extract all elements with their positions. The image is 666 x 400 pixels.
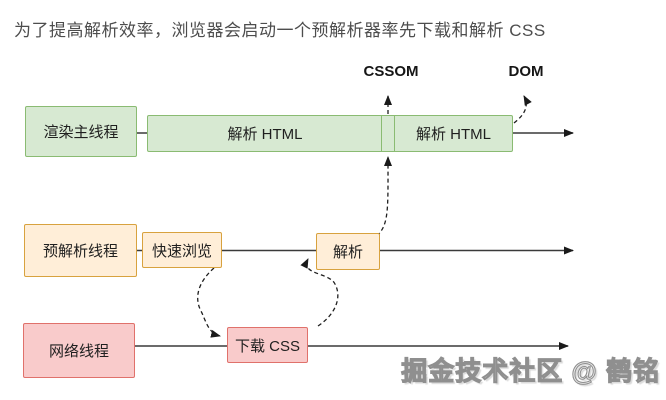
lane-label-text: 渲染主线程 [43, 124, 119, 141]
quickscan-to-download-dashed-arrow [197, 267, 221, 338]
parse-block: 解析 [316, 233, 380, 270]
parse-html-segment-1: 解析 HTML [227, 126, 303, 143]
download-to-parse-dashed-arrow [300, 258, 339, 327]
parse-html-segment-2: 解析 HTML [415, 126, 491, 143]
lane-label-text: 预解析线程 [42, 243, 118, 260]
bar-divider-right [393, 116, 395, 151]
bar-divider-left [380, 116, 382, 151]
quick-scan-block: 快速浏览 [142, 232, 222, 268]
diagram-title: 为了提高解析效率，浏览器会启动一个预解析器率先下载和解析 CSS [14, 21, 546, 40]
lane-label-render-main-thread: 渲染主线程 [25, 106, 137, 157]
download-css-block: 下载 CSS [227, 327, 308, 363]
lane-label-network-thread: 网络线程 [23, 323, 135, 378]
lane-label-text: 网络线程 [48, 343, 109, 360]
lane-label-preparse-thread: 预解析线程 [24, 224, 137, 277]
dom-output-dashed-arrow [513, 95, 532, 124]
parse-to-htmlbar-dashed-arrow [376, 156, 393, 237]
dom-label: DOM [508, 63, 544, 80]
cssom-label: CSSOM [363, 63, 419, 80]
watermark-credit: 掘金技术社区 @ 鹤铭 [401, 355, 660, 386]
parse-html-bar: 解析 HTML 解析 HTML [147, 115, 513, 152]
